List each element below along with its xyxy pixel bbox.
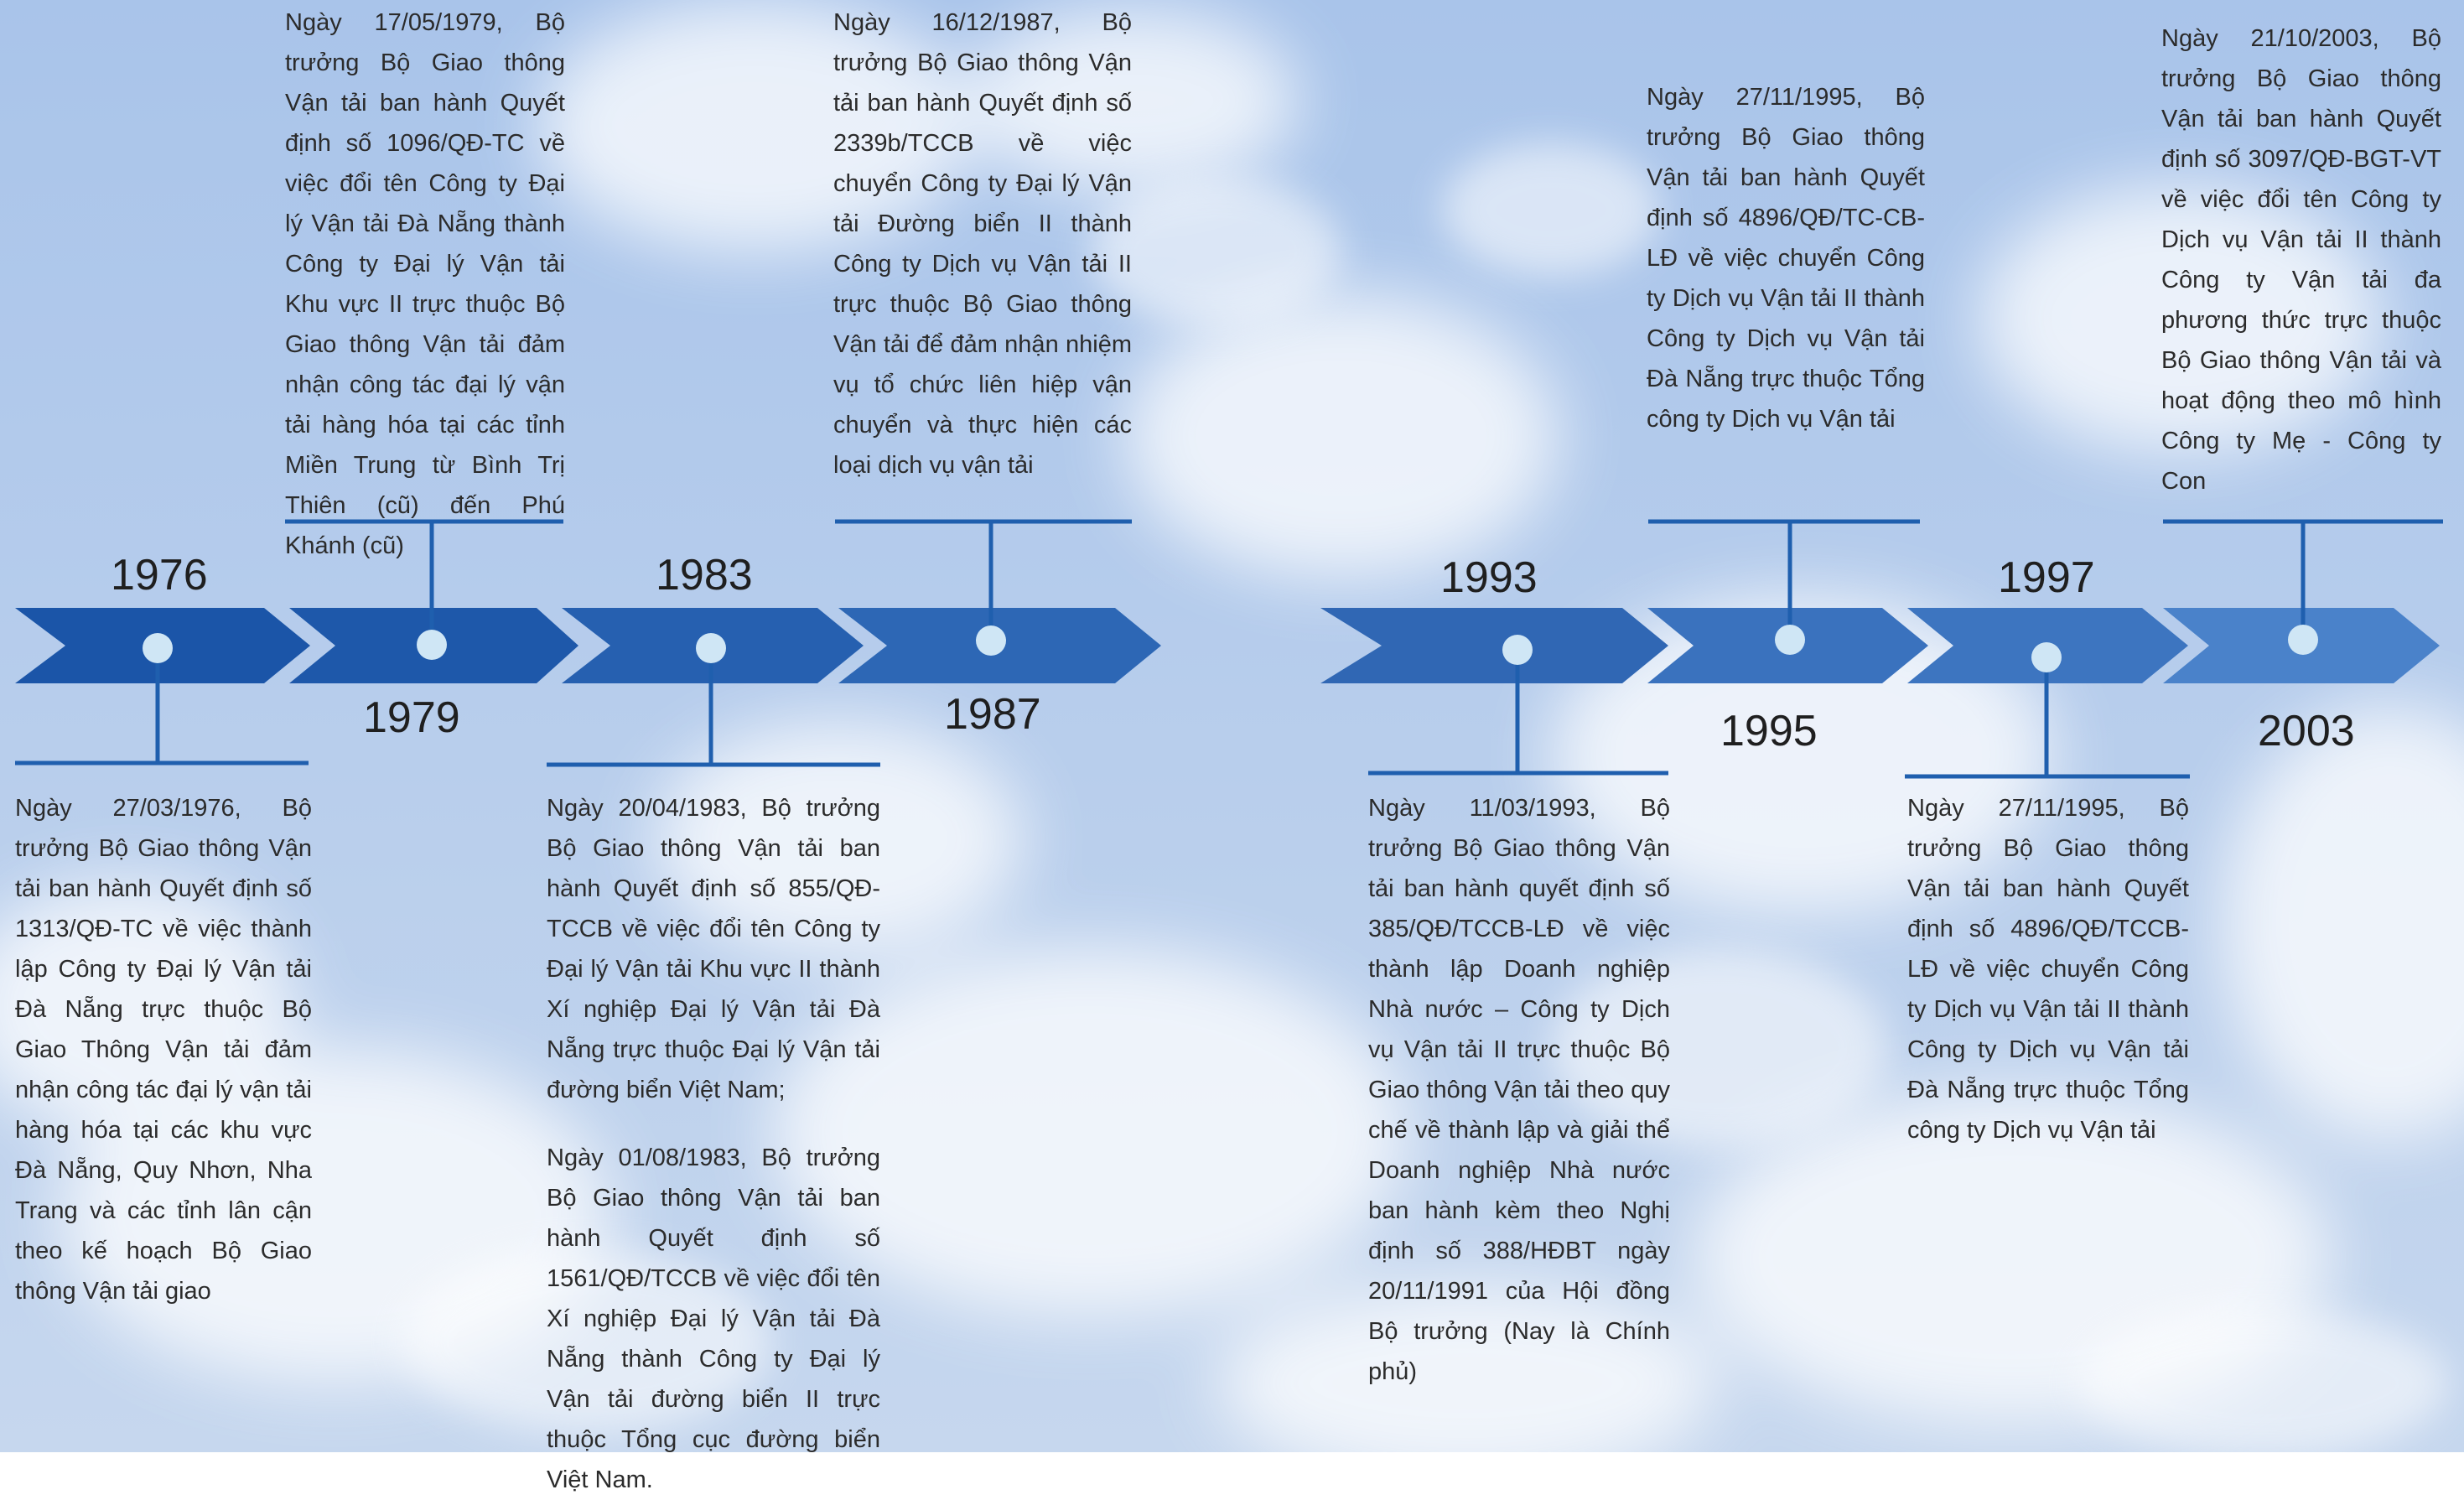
chevron-1993 (1320, 608, 1668, 683)
event-text-1976: Ngày 27/03/1976, Bộ trưởng Bộ Giao thông… (15, 795, 312, 1305)
year-1979: 1979 (363, 693, 460, 742)
dot-2003 (2288, 625, 2318, 655)
year-1987: 1987 (944, 690, 1041, 739)
event-text-1997: Ngày 27/11/1995, Bộ trưởng Bộ Giao thông… (1907, 795, 2189, 1144)
event-text-1993: Ngày 11/03/1993, Bộ trưởng Bộ Giao thông… (1368, 795, 1670, 1385)
event-text-1995: Ngày 27/11/1995, Bộ trưởng Bộ Giao thông… (1647, 84, 1925, 433)
timeline-dots (143, 625, 2318, 672)
dot-1983 (696, 633, 726, 663)
dot-1976 (143, 633, 173, 663)
event-text-1979: Ngày 17/05/1979, Bộ trưởng Bộ Giao thông… (285, 9, 565, 559)
year-1983: 1983 (656, 551, 753, 599)
year-1993: 1993 (1440, 553, 1538, 602)
dot-1997 (2031, 642, 2062, 672)
sky-background (0, 0, 2464, 1452)
event-text-1983-b: Ngày 01/08/1983, Bộ trưởng Bộ Giao thông… (547, 1144, 880, 1493)
timeline-graphic (15, 519, 2443, 779)
year-1997: 1997 (1998, 553, 2095, 602)
event-text-1987: Ngày 16/12/1987, Bộ trưởng Bộ Giao thông… (833, 9, 1132, 479)
timeline-chevrons (15, 608, 2440, 683)
timeline-connectors (15, 519, 2443, 779)
year-2003: 2003 (2258, 707, 2355, 755)
dot-1987 (976, 625, 1006, 656)
dot-1979 (417, 630, 447, 660)
dot-1995 (1775, 625, 1805, 655)
event-text-1983-a: Ngày 20/04/1983, Bộ trưởng Bộ Giao thông… (547, 795, 880, 1103)
event-text-2003: Ngày 21/10/2003, Bộ trưởng Bộ Giao thông… (2161, 25, 2441, 495)
year-1995: 1995 (1720, 707, 1818, 755)
year-1976: 1976 (111, 551, 208, 599)
dot-1993 (1502, 635, 1533, 665)
